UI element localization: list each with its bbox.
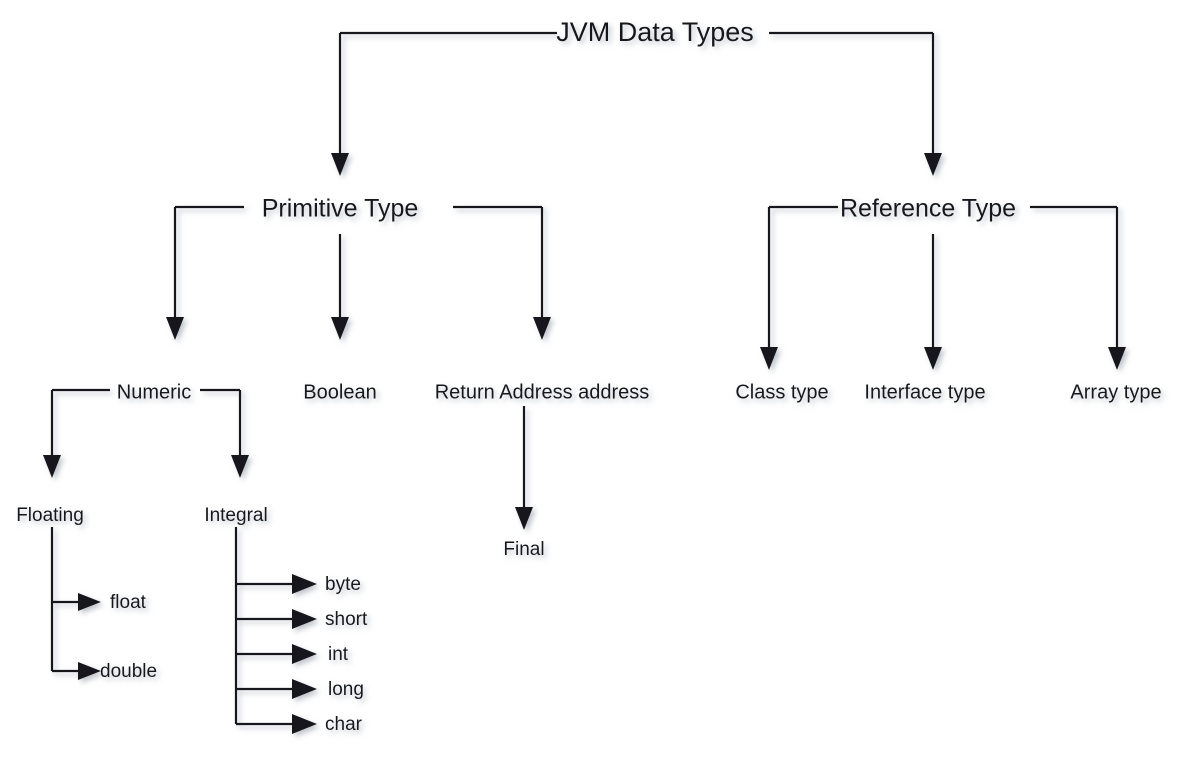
edge-integral-to-int [236, 644, 317, 664]
edge-primitive-to-return-address [453, 205, 551, 340]
node-long: long [328, 679, 364, 700]
node-int: int [328, 644, 349, 665]
edge-integral-to-long [236, 679, 317, 699]
node-double: double [100, 661, 157, 682]
node-short: short [325, 609, 368, 630]
node-primitive-type: Primitive Type [262, 195, 419, 223]
node-char: char [325, 714, 363, 735]
node-integral: Integral [204, 505, 267, 526]
node-reference-type: Reference Type [840, 195, 1016, 223]
node-class-type: Class type [735, 381, 828, 403]
node-boolean: Boolean [303, 381, 376, 403]
edge-numeric-to-floating [43, 388, 110, 478]
edge-integral-to-short [236, 609, 317, 629]
edge-root-to-reference [769, 31, 942, 176]
edge-integral-to-byte [236, 574, 317, 594]
node-return-address: Return Address address [435, 381, 650, 403]
edge-numeric-to-integral [200, 388, 249, 478]
node-array-type: Array type [1070, 381, 1161, 403]
node-final: Final [503, 539, 544, 560]
edge-floating-to-double [52, 662, 101, 680]
node-interface-type: Interface type [864, 381, 985, 403]
edge-floating-to-float [52, 593, 101, 611]
edge-root-to-primitive [331, 31, 557, 176]
node-floating: Floating [16, 505, 84, 526]
edge-reference-to-interface-type [924, 234, 942, 370]
edge-primitive-to-numeric [166, 205, 244, 340]
node-jvm-data-types: JVM Data Types [556, 17, 754, 47]
node-numeric: Numeric [117, 381, 191, 403]
node-byte: byte [325, 574, 361, 595]
edge-return-address-to-final [515, 406, 533, 530]
node-float: float [110, 592, 147, 613]
edge-reference-to-array-type [1030, 205, 1126, 370]
edge-reference-to-class-type [760, 205, 838, 370]
edge-primitive-to-boolean [331, 234, 349, 340]
edge-integral-to-char [236, 714, 317, 734]
